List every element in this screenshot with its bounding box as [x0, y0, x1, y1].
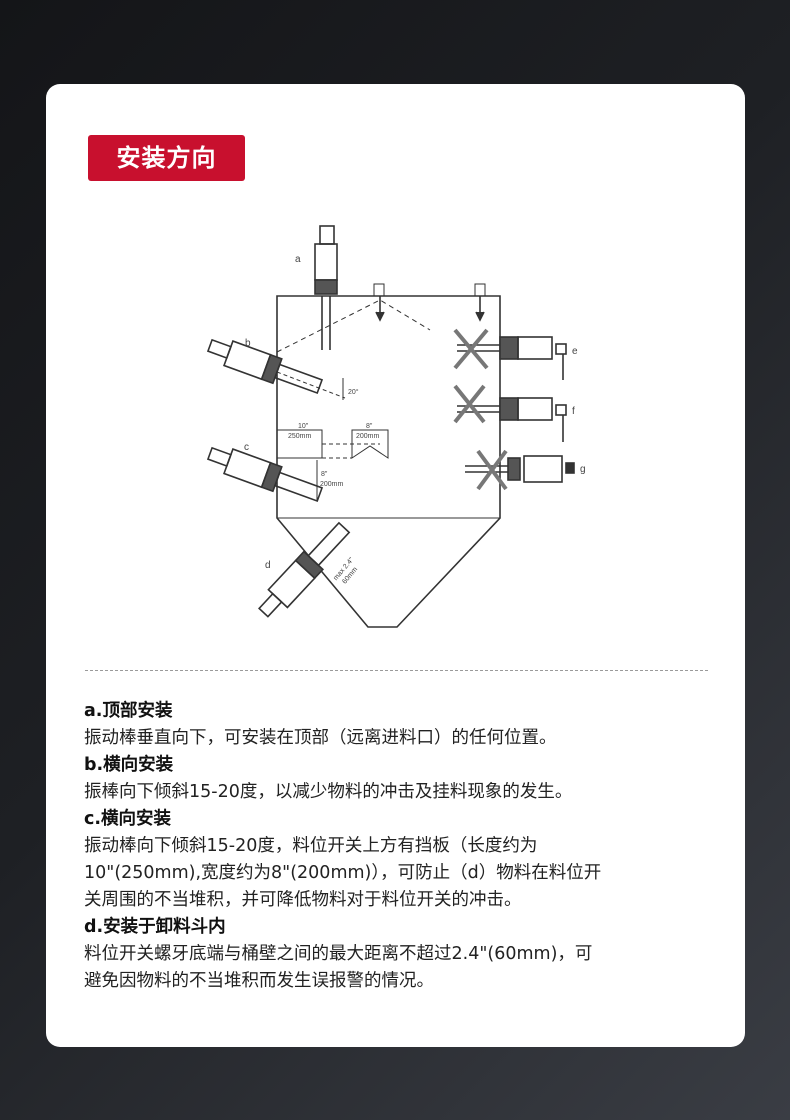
angle-label: 20°	[348, 388, 359, 396]
label-c: c	[244, 442, 249, 453]
label-g: g	[580, 464, 586, 475]
sensor-b	[206, 338, 324, 395]
installation-diagram: a b c d e f g 20° 10" 250mm 8" 200mm 8" …	[206, 225, 586, 628]
note-d-text-2: 避免因物料的不当堆积而发生误报警的情况。	[84, 971, 434, 991]
label-b: b	[245, 338, 251, 349]
sensor-a	[314, 225, 338, 350]
note-a-text: 振动棒垂直向下，可安装在顶部（远离进料口）的任何位置。	[84, 728, 557, 748]
content-card: 安装方向	[46, 84, 745, 1047]
dashed-divider	[85, 670, 708, 671]
note-c-text-1: 振动棒向下倾斜15-20度，料位开关上方有挡板（长度约为	[84, 836, 538, 856]
note-a-heading: a.顶部安装	[84, 701, 173, 721]
label-d: d	[265, 560, 271, 571]
incorrect-x-marks	[453, 328, 508, 491]
baffle-width-mm-label: 200mm	[356, 433, 380, 440]
note-c-heading: c.横向安装	[84, 809, 172, 829]
baffle-width-label: 8"	[366, 423, 373, 430]
note-b-heading: b.横向安装	[84, 755, 174, 775]
sensor-c	[206, 446, 324, 503]
sensor-e	[457, 336, 567, 380]
label-a: a	[295, 254, 301, 265]
baffle-length-mm-label: 250mm	[288, 433, 312, 440]
sensor-d	[258, 521, 351, 618]
label-e: e	[572, 346, 578, 357]
note-c-text-2: 10"(250mm),宽度约为8"(200mm)），可防止（d）物料在料位开	[84, 863, 602, 883]
sensor-f	[457, 397, 567, 442]
label-f: f	[572, 406, 575, 417]
note-d-heading: d.安装于卸料斗内	[84, 917, 226, 937]
section-title-badge: 安装方向	[88, 135, 245, 181]
gap-mm-label: 200mm	[320, 481, 344, 488]
note-d-text-1: 料位开关螺牙底端与桶壁之间的最大距离不超过2.4"(60mm)，可	[84, 944, 593, 964]
baffle-length-label: 10"	[298, 423, 309, 430]
gap-label: 8"	[321, 471, 328, 478]
note-c-text-3: 关周围的不当堆积，并可降低物料对于料位开关的冲击。	[84, 890, 522, 910]
sensor-g	[465, 455, 575, 483]
note-b-text: 振棒向下倾斜15-20度，以减少物料的冲击及挂料现象的发生。	[84, 782, 573, 802]
installation-notes: a.顶部安装 振动棒垂直向下，可安装在顶部（远离进料口）的任何位置。 b.横向安…	[84, 698, 714, 995]
